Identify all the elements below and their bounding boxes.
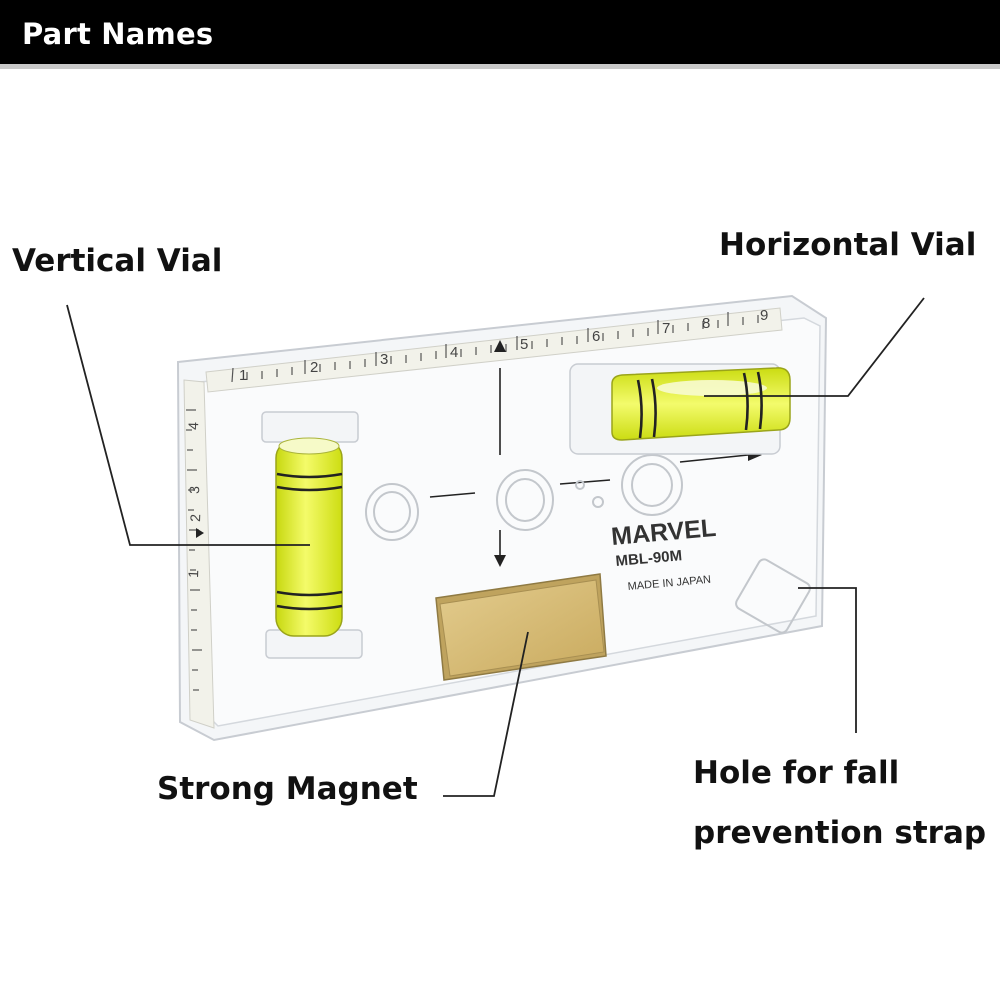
mounting-holes	[365, 454, 811, 634]
top-scale-9: 9	[760, 307, 768, 324]
top-scale-3: 3	[380, 351, 388, 368]
page-title: Part Names	[22, 17, 214, 51]
side-scale-1: 1	[185, 570, 201, 579]
top-scale-2: 2	[310, 359, 318, 376]
top-scale-1: 1	[239, 367, 247, 384]
magnet	[435, 573, 607, 681]
callout-lines	[66, 297, 925, 797]
horizontal-vial-leader	[704, 297, 925, 397]
top-scale-5: 5	[520, 336, 528, 353]
vertical-vial	[261, 411, 363, 659]
top-scale-7: 7	[662, 320, 670, 337]
top-scale-8: 8	[702, 315, 710, 332]
top-scale-6: 6	[592, 328, 600, 345]
vertical-vial-leader	[66, 304, 310, 546]
side-scale-4: 4	[185, 422, 201, 431]
model-text: MBL-90M	[615, 547, 683, 570]
label-hole-line1: Hole for fall	[693, 755, 900, 791]
label-strong-magnet: Strong Magnet	[157, 771, 418, 807]
side-scale-3: 3	[186, 486, 202, 495]
horizontal-vial	[569, 363, 791, 455]
header-underline	[0, 64, 1000, 69]
center-markers	[429, 368, 749, 555]
top-scale-4: 4	[450, 344, 458, 361]
magnet-leader	[443, 631, 529, 797]
header-bar	[0, 0, 1000, 64]
label-vertical-vial: Vertical Vial	[12, 243, 223, 279]
label-hole-line2: prevention strap	[693, 815, 987, 851]
label-horizontal-vial: Horizontal Vial	[719, 227, 977, 263]
side-scale-2: 2	[187, 514, 203, 523]
top-ruler	[231, 312, 759, 383]
side-ruler	[186, 409, 202, 691]
hole-leader	[798, 587, 857, 733]
